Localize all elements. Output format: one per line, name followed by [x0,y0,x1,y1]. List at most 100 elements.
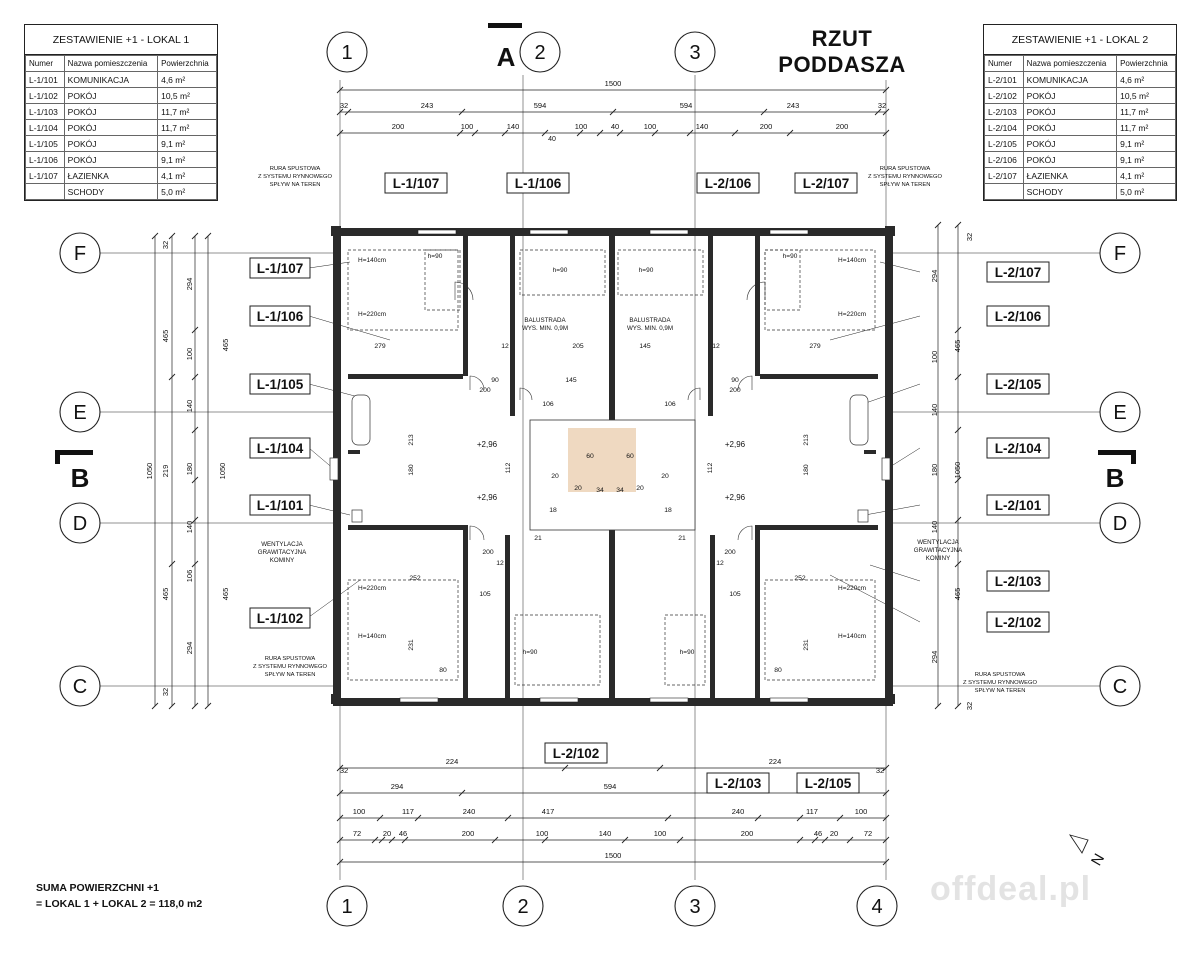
door-swing [737,375,753,391]
table-cell: 9,1 m² [157,151,217,168]
roof-slope-zone [424,249,461,311]
plan-dimension: 180 [803,464,810,476]
logo-watermark [568,428,636,492]
dimension-tick [401,836,409,844]
dimension-tick [846,836,854,844]
dimension-text: 1500 [605,851,622,860]
note-text: SPŁYW NA TEREN [270,182,321,188]
table-cell: 10,5 m² [157,87,217,104]
table-cell: L-1/107 [25,167,65,184]
dimension-tick [796,836,804,844]
section-b-label: B [71,463,90,493]
grid-axis-bubble-circle [1099,232,1141,274]
dimension-text: 243 [787,101,800,110]
room-tag: L-2/107 [803,176,850,191]
table-cell: POKÓJ [63,151,159,168]
table-cell: POKÓJ [63,119,159,136]
chimney [351,509,363,523]
drawing-title-line1: RZUT [811,26,873,51]
table-cell: KOMUNIKACJA [1022,71,1118,88]
note-text: RURA SPUSTOWA [880,166,931,172]
door-swing [746,281,766,301]
dimension-text: 417 [542,807,555,816]
dimension-text: 40 [611,122,619,131]
plan-dimension: 20 [661,473,669,480]
dimension-tick [874,108,882,116]
dimension-tick [191,426,199,434]
schedule-col-header: Numer [984,55,1024,72]
room-tag-box [986,305,1050,327]
dimension-text: 32 [161,688,170,696]
table-cell: 9,1 m² [1116,151,1176,168]
interior-wall [348,525,463,530]
dimension-tick [336,814,344,822]
table-cell: 9,1 m² [157,135,217,152]
dimension-tick [954,476,962,484]
plan-dimension: 12 [712,343,720,350]
plan-dimension: 80 [439,667,447,674]
room-tag: L-1/101 [257,498,304,513]
dimension-tick [336,108,344,116]
table-cell: L-1/102 [25,87,65,104]
dimension-tick [191,560,199,568]
room-tag: L-1/104 [257,441,304,456]
dimension-text: 100 [930,351,939,364]
room-tag-box [506,172,570,194]
dimension-tick [882,108,890,116]
dimension-tick [344,108,352,116]
dimension-text: 140 [930,521,939,534]
leader-line [869,564,921,582]
leader-line [308,261,351,269]
grid-axis-bubble: D [73,513,87,535]
plan-dimension: 145 [565,377,577,384]
corner-post [885,694,895,704]
table-cell: L-2/105 [984,135,1024,152]
table-cell: KOMUNIKACJA [63,71,159,88]
area-summary-line2: = LOKAL 1 + LOKAL 2 = 118,0 m2 [36,898,203,910]
door-swing [687,387,701,401]
room-tag: L-2/102 [995,615,1042,630]
plan-dimension: 20 [636,485,644,492]
height-label: h=90 [783,253,798,260]
dimension-tick [378,836,386,844]
room-tag-box [796,772,860,794]
plan-dimension: 60 [626,453,634,460]
grid-axis-bubble-circle [1099,665,1141,707]
plan-dimension: 200 [729,387,741,394]
dimension-text: 294 [930,270,939,283]
table-cell: L-2/107 [984,167,1024,184]
room-tag: L-1/106 [257,309,304,324]
grid-axis-bubble-circle [59,665,101,707]
height-label: H=140cm [838,633,866,640]
dimension-tick [811,836,819,844]
room-tag-box [706,772,770,794]
plan-dimension: 12 [501,343,509,350]
plan-dimension: 105 [479,591,491,598]
interior-wall [755,236,760,376]
dimension-tick [664,814,672,822]
dimension-text: 100 [461,122,474,131]
section-b-bar [1098,450,1136,455]
dimension-tick [609,108,617,116]
table-cell: POKÓJ [63,87,159,104]
plan-dimension: 205 [572,343,584,350]
dimension-text: 140 [696,122,709,131]
table-cell: POKÓJ [1022,151,1118,168]
height-label: h=90 [428,253,443,260]
grid-axis-bubble-circle [59,391,101,433]
dimension-tick [458,108,466,116]
grid-axis-bubble: 1 [341,42,352,64]
note-text: KOMINY [270,557,294,564]
room-tag-box [986,437,1050,459]
dimension-tick [191,476,199,484]
roof-slope-zone [347,249,459,331]
dimension-tick [731,129,739,137]
table-cell: ŁAZIENKA [63,167,159,184]
dimension-text: 243 [421,101,434,110]
table-cell: L-1/104 [25,119,65,136]
dimension-text: 294 [185,642,194,655]
